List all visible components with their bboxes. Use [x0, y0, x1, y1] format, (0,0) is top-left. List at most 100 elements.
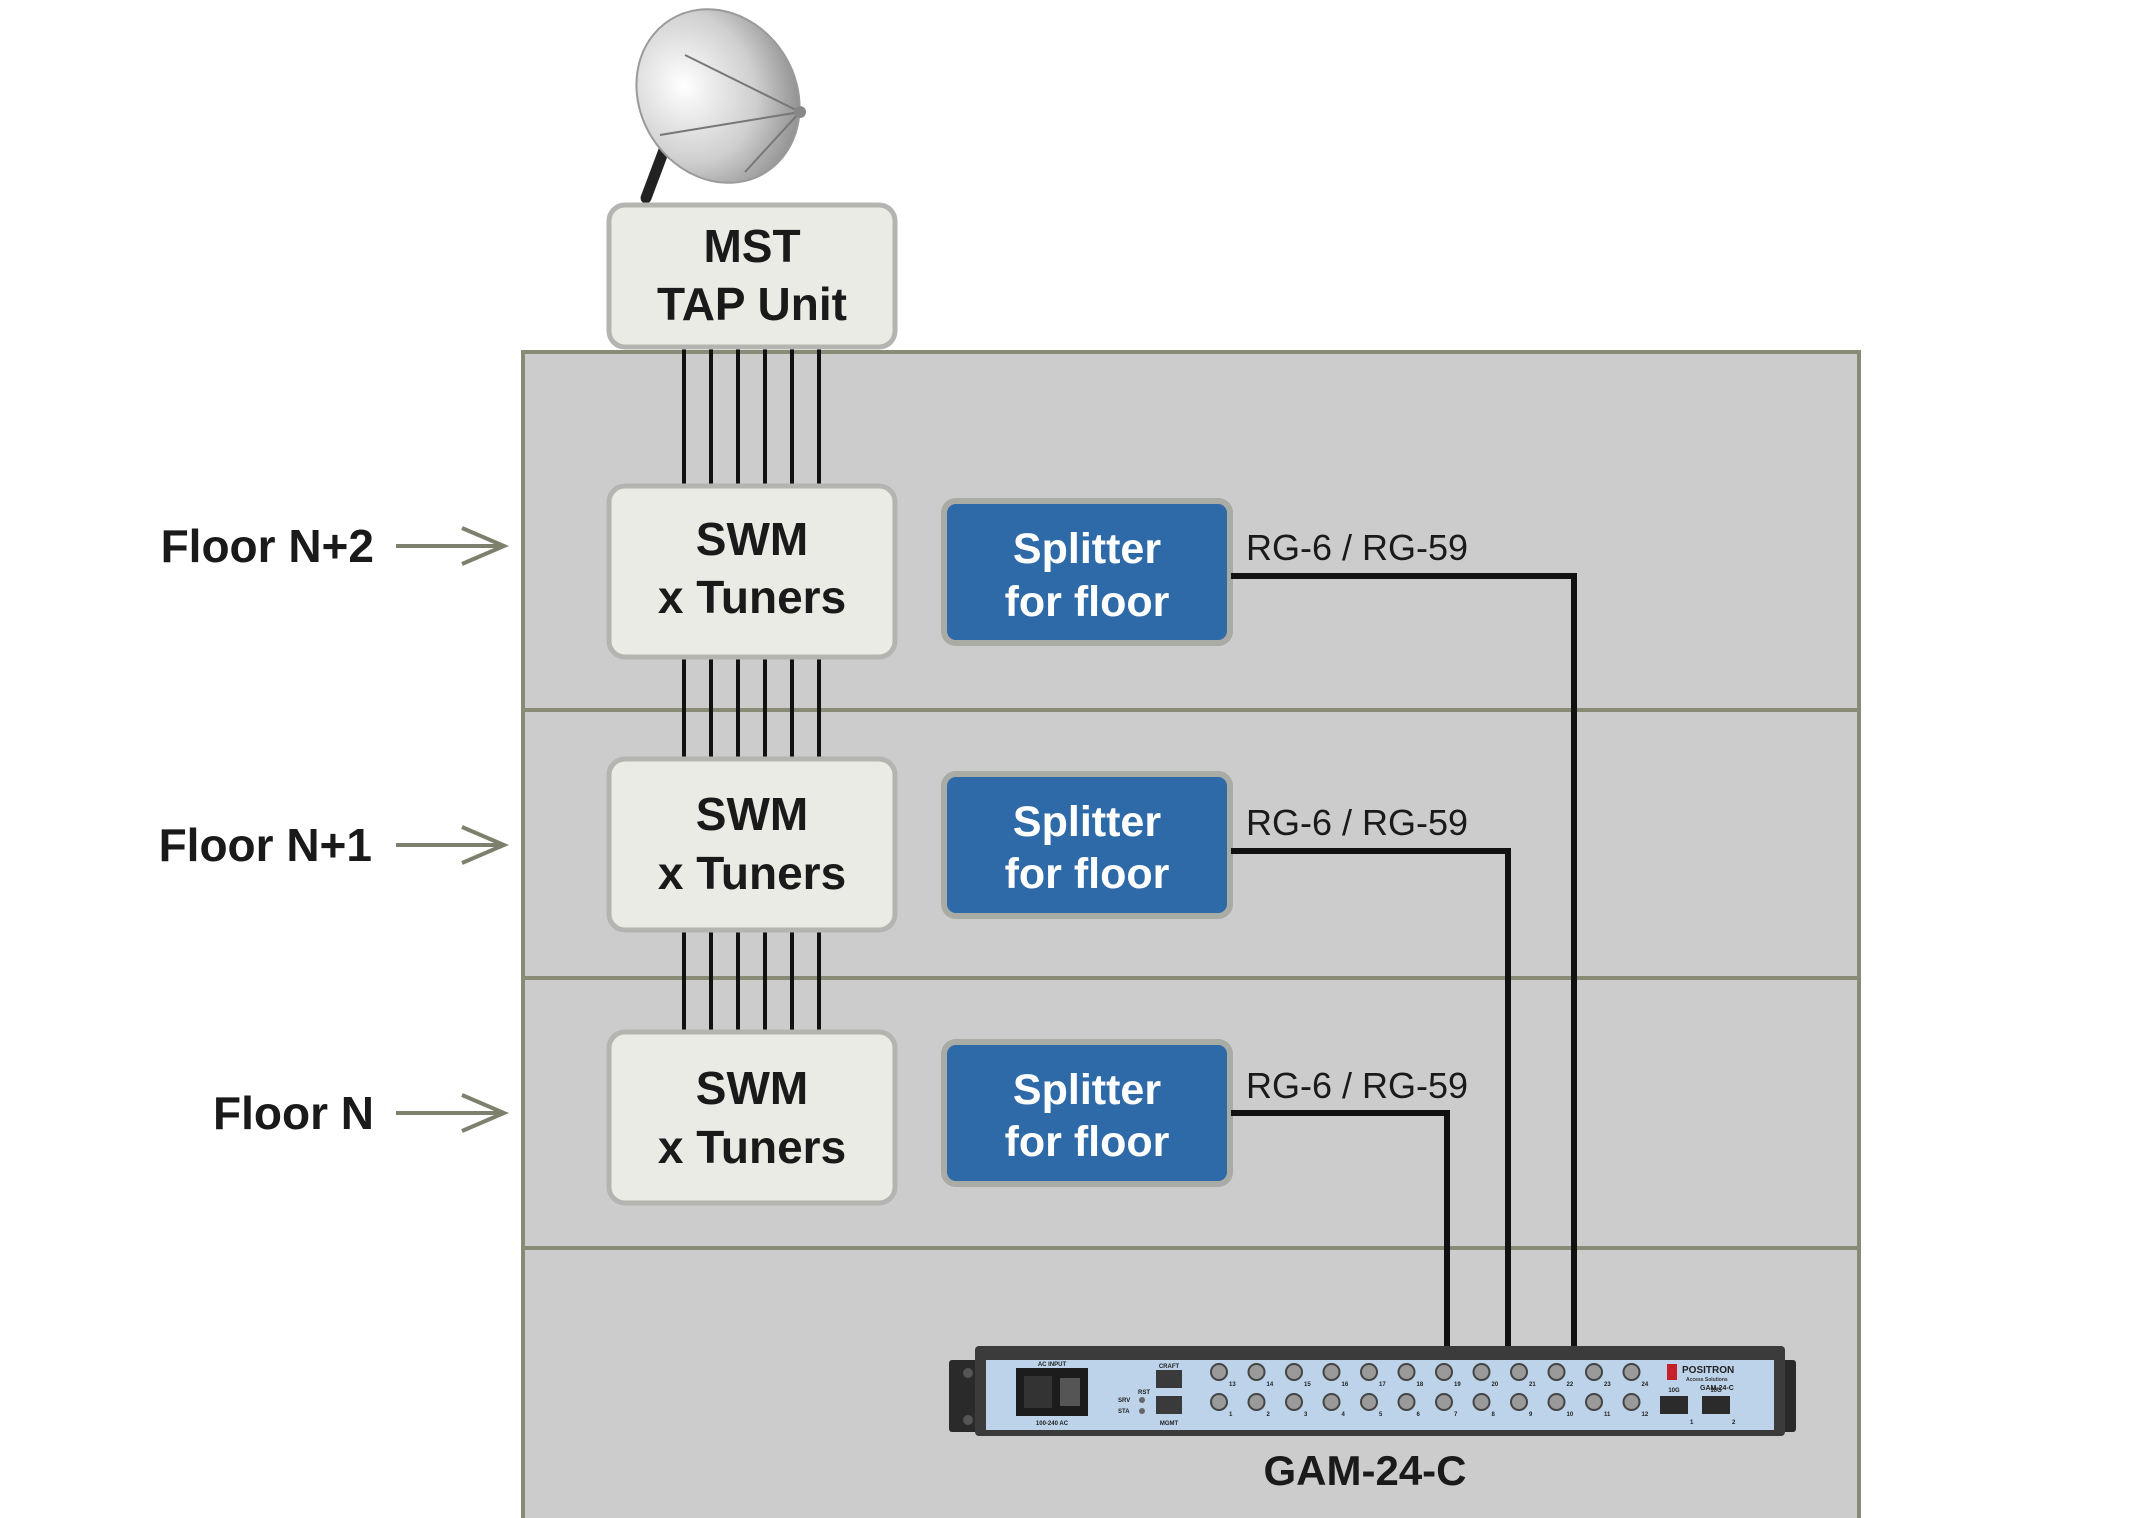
floor-label-n2: Floor N+2 — [161, 520, 374, 572]
bottom-coax-port-9 — [1510, 1393, 1528, 1411]
sfp-label-1: 10G — [1668, 1388, 1680, 1394]
splitter-n2-line2: for floor — [1005, 578, 1170, 626]
splitter-n-line2: for floor — [1005, 1118, 1170, 1166]
coax-cables — [1231, 573, 1577, 1352]
bottom-port-label-10: 10 — [1567, 1412, 1574, 1418]
top-coax-port-16 — [1322, 1363, 1341, 1381]
top-port-label-24: 24 — [1642, 1382, 1649, 1388]
port-labels-top: 13 14 15 16 17 18 19 20 21 22 23 24 — [1229, 1382, 1649, 1388]
device-model-label: GAM-24-C — [1700, 1385, 1734, 1392]
bottom-port-label-4: 4 — [1342, 1412, 1346, 1418]
sfp-num-1: 1 — [1690, 1420, 1694, 1426]
top-coax-port-14 — [1247, 1363, 1266, 1381]
arrow-right-icon — [396, 825, 510, 865]
rst-label: RST — [1138, 1390, 1150, 1396]
sfp-port-1 — [1660, 1396, 1688, 1414]
top-coax-port-24 — [1622, 1363, 1641, 1381]
swm-box-n2: SWM x Tuners — [606, 483, 898, 660]
top-port-label-21: 21 — [1529, 1382, 1536, 1388]
bottom-port-label-12: 12 — [1642, 1412, 1649, 1418]
splitter-n1: Splitter for floor — [941, 771, 1233, 919]
top-port-label-23: 23 — [1604, 1382, 1611, 1388]
bottom-coax-port-10 — [1547, 1393, 1566, 1411]
tap-line1: MST — [703, 220, 800, 272]
top-port-label-17: 17 — [1379, 1382, 1386, 1388]
craft-port-icon — [1156, 1370, 1182, 1388]
swm-n2-line1: SWM — [696, 513, 808, 565]
top-port-label-15: 15 — [1304, 1382, 1311, 1388]
splitter-n2: Splitter for floor — [941, 498, 1233, 646]
bottom-coax-port-1 — [1210, 1393, 1228, 1411]
positron-logo-icon — [1667, 1364, 1677, 1380]
sfp-label-2: 10G — [1710, 1388, 1722, 1394]
floor-label-n: Floor N — [213, 1087, 374, 1139]
device-front-panel — [986, 1360, 1774, 1430]
top-coax-port-23 — [1585, 1363, 1603, 1381]
top-port-label-22: 22 — [1567, 1382, 1574, 1388]
cable-n2 — [1231, 573, 1577, 1352]
sfp-num-2: 2 — [1732, 1420, 1736, 1426]
bottom-port-label-1: 1 — [1229, 1412, 1233, 1418]
bottom-port-label-3: 3 — [1304, 1412, 1308, 1418]
swm-box-n1: SWM x Tuners — [606, 756, 898, 933]
mgmt-label: MGMT — [1160, 1421, 1179, 1427]
mst-tap-unit: MST TAP Unit — [606, 202, 898, 350]
floor-labels: Floor N+2 Floor N+1 Floor N — [159, 520, 510, 1139]
splitter-n1-line1: Splitter — [1013, 798, 1161, 846]
splitter-n2-line1: Splitter — [1013, 525, 1161, 573]
swm-n1-line2: x Tuners — [658, 847, 846, 899]
top-port-label-18: 18 — [1417, 1382, 1424, 1388]
bottom-coax-port-6 — [1397, 1393, 1416, 1411]
top-coax-port-20 — [1472, 1363, 1491, 1381]
device-name: GAM-24-C — [1263, 1447, 1466, 1494]
top-coax-port-21 — [1510, 1363, 1528, 1381]
bottom-coax-port-7 — [1435, 1393, 1453, 1411]
swm-n-line2: x Tuners — [658, 1121, 846, 1173]
ac-input-label: AC INPUT — [1038, 1362, 1067, 1368]
top-port-label-14: 14 — [1267, 1382, 1274, 1388]
coax-ports-bottom — [1210, 1393, 1641, 1411]
top-coax-port-22 — [1547, 1363, 1566, 1381]
cable-label-n1: RG-6 / RG-59 — [1246, 802, 1468, 843]
top-port-label-16: 16 — [1342, 1382, 1349, 1388]
craft-label: CRAFT — [1159, 1364, 1180, 1370]
bottom-port-label-2: 2 — [1267, 1412, 1271, 1418]
device-brand: POSITRON — [1682, 1365, 1734, 1376]
sta-label: STA — [1118, 1409, 1130, 1415]
bottom-port-label-6: 6 — [1417, 1412, 1421, 1418]
floor-label-n1: Floor N+1 — [159, 819, 372, 871]
arrow-right-icon — [396, 1093, 510, 1133]
bottom-port-label-7: 7 — [1454, 1412, 1458, 1418]
swm-n2-line2: x Tuners — [658, 571, 846, 623]
srv-label: SRV — [1118, 1398, 1130, 1404]
bottom-coax-port-3 — [1285, 1393, 1303, 1411]
bottom-port-label-8: 8 — [1492, 1412, 1496, 1418]
top-coax-port-15 — [1285, 1363, 1303, 1381]
top-port-label-13: 13 — [1229, 1382, 1236, 1388]
top-coax-port-19 — [1435, 1363, 1453, 1381]
arrow-right-icon — [396, 526, 510, 566]
top-port-label-20: 20 — [1492, 1382, 1499, 1388]
cable-label-n: RG-6 / RG-59 — [1246, 1065, 1468, 1106]
sfp-port-2 — [1702, 1396, 1730, 1414]
cable-label-n2: RG-6 / RG-59 — [1246, 527, 1468, 568]
bottom-coax-port-12 — [1622, 1393, 1641, 1411]
bottom-port-label-11: 11 — [1604, 1412, 1611, 1418]
bottom-coax-port-8 — [1472, 1393, 1491, 1411]
swm-box-n: SWM x Tuners — [606, 1029, 898, 1206]
top-coax-port-17 — [1360, 1363, 1378, 1381]
splitter-n1-line2: for floor — [1005, 850, 1170, 898]
coax-ports-top — [1210, 1363, 1641, 1381]
bottom-coax-port-11 — [1585, 1393, 1603, 1411]
swm-n-line1: SWM — [696, 1062, 808, 1114]
top-port-label-19: 19 — [1454, 1382, 1461, 1388]
top-coax-port-13 — [1210, 1363, 1228, 1381]
bottom-coax-port-5 — [1360, 1393, 1378, 1411]
splitter-n: Splitter for floor — [941, 1039, 1233, 1187]
mgmt-port-icon — [1156, 1396, 1182, 1414]
cable-n — [1231, 1110, 1450, 1352]
